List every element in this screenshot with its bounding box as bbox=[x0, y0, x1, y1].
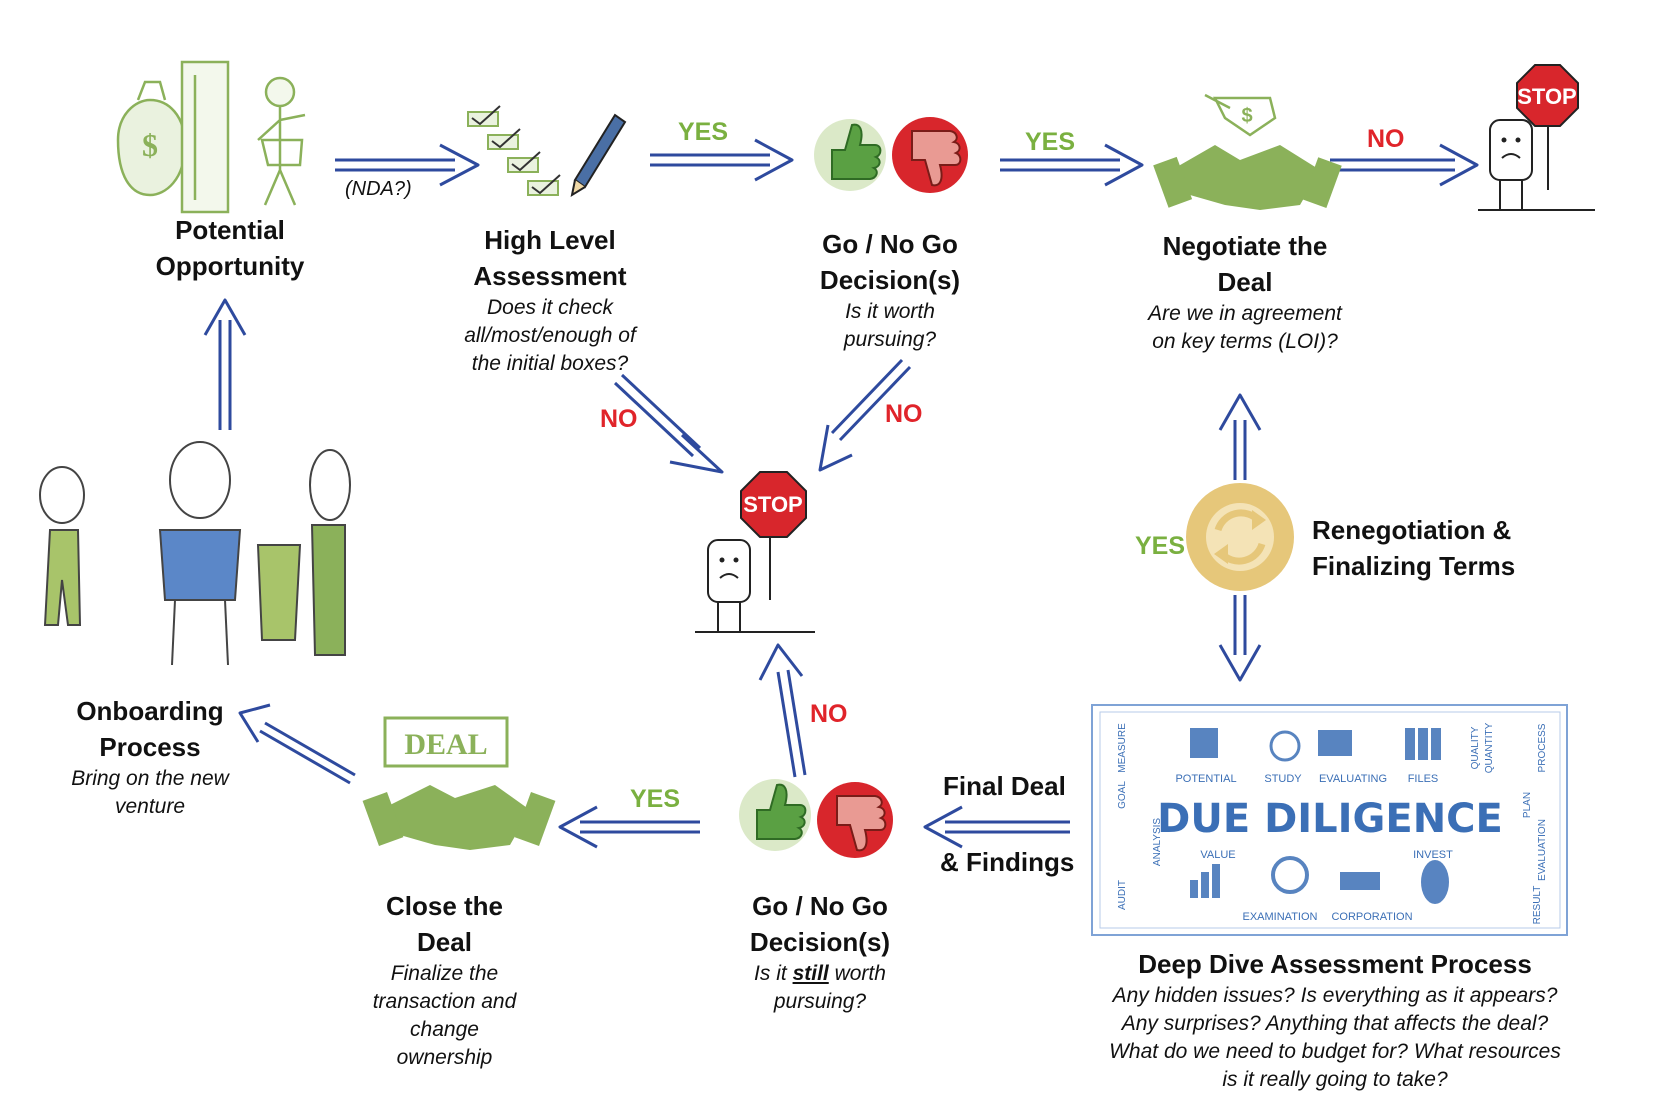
dd-word: QUANTITY bbox=[1484, 722, 1495, 773]
dd-word: ANALYSIS bbox=[1152, 818, 1163, 866]
handshake-price-tag-illustration bbox=[1153, 93, 1342, 210]
edge-label-yes: YES bbox=[1135, 532, 1186, 560]
node-subtitle: Does it check all/most/enough of the ini… bbox=[464, 296, 636, 375]
node-onboarding: Onboarding Process Bring on the new vent… bbox=[60, 693, 240, 821]
due-diligence-board bbox=[1091, 704, 1568, 936]
node-deep-dive: Deep Dive Assessment Process Any hidden … bbox=[1075, 946, 1595, 1094]
node-go-no-go-2: Go / No Go Decision(s) Is it still worth… bbox=[735, 888, 905, 1016]
node-title: Close the Deal bbox=[385, 891, 504, 957]
onboarding-people-illustration bbox=[39, 441, 351, 666]
stop-sign-text-center: STOP bbox=[743, 492, 803, 517]
price-tag-dollar: $ bbox=[1241, 105, 1252, 127]
thumbs-down-icon bbox=[911, 130, 962, 187]
edge-label-yes: YES bbox=[678, 118, 729, 146]
arrow-negotiate-to-stop bbox=[1330, 143, 1479, 187]
edge-label-findings: & Findings bbox=[940, 847, 1075, 877]
arrow-potential-to-assessment bbox=[335, 143, 480, 187]
arrow-close-to-onboarding bbox=[238, 703, 356, 785]
money-bag-dollar: $ bbox=[142, 127, 158, 163]
node-subtitle: Is it worth pursuing? bbox=[843, 300, 937, 351]
thumbs-up-icon bbox=[756, 783, 807, 840]
dd-word: EVALUATING bbox=[1319, 773, 1387, 785]
edge-label-no: NO bbox=[600, 405, 638, 433]
node-title: Negotiate the Deal bbox=[1162, 231, 1328, 297]
money-bag-door-illustration bbox=[116, 60, 306, 214]
thumbs-up-icon bbox=[831, 123, 882, 180]
stop-figure-top-right bbox=[1478, 64, 1595, 211]
dd-word: INVEST bbox=[1413, 849, 1453, 861]
node-title: Onboarding Process bbox=[76, 696, 224, 762]
deal-sign-text: DEAL bbox=[404, 728, 487, 761]
arrow-decision2-to-stop bbox=[758, 643, 807, 778]
node-close-deal: Close the Deal Finalize the transaction … bbox=[362, 888, 527, 1072]
dd-word: GOAL bbox=[1117, 781, 1128, 809]
arrow-renegotiation-down bbox=[1218, 595, 1262, 682]
due-diligence-headline: DUE DILIGENCE bbox=[1157, 796, 1503, 842]
edge-label-no: NO bbox=[885, 400, 923, 428]
stop-sign-text-top: STOP bbox=[1517, 84, 1577, 109]
dd-word: RESULT bbox=[1532, 886, 1543, 925]
arrows bbox=[203, 138, 1479, 849]
edge-label-yes: YES bbox=[1025, 128, 1076, 156]
dd-word: POTENTIAL bbox=[1175, 773, 1236, 785]
deal-handshake-illustration bbox=[362, 716, 556, 850]
node-subtitle: Finalize the transaction and change owne… bbox=[372, 962, 517, 1069]
thumbs-down-icon bbox=[836, 795, 887, 852]
arrow-decision1-to-negotiate bbox=[1000, 143, 1144, 187]
node-negotiate-deal: Negotiate the Deal Are we in agreement o… bbox=[1145, 228, 1345, 356]
renegotiation-cycle-icon bbox=[1186, 483, 1294, 591]
arrow-assessment-to-stop bbox=[613, 373, 724, 474]
dd-word: QUALITY bbox=[1470, 726, 1481, 769]
subtitle-pre: Is it bbox=[754, 962, 793, 985]
arrow-decision2-to-close bbox=[558, 805, 700, 849]
dd-word: EVALUATION bbox=[1537, 819, 1548, 881]
edge-label-no: NO bbox=[810, 700, 848, 728]
node-title: Potential Opportunity bbox=[155, 215, 305, 281]
dd-word: PROCESS bbox=[1537, 723, 1548, 772]
arrow-deepdive-to-decision2 bbox=[923, 805, 1070, 849]
edge-label-yes: YES bbox=[630, 785, 681, 813]
stop-figure-center bbox=[695, 471, 815, 633]
edge-label-nda: (NDA?) bbox=[345, 178, 412, 200]
subtitle-post: worth pursuing? bbox=[773, 962, 886, 1013]
node-potential-opportunity: Potential Opportunity bbox=[130, 212, 330, 284]
node-subtitle: Any hidden issues? Is everything as it a… bbox=[1109, 984, 1561, 1091]
go-no-go-icons-top bbox=[814, 117, 968, 193]
node-title: Go / No Go Decision(s) bbox=[749, 891, 891, 957]
dd-word: CORPORATION bbox=[1331, 911, 1412, 923]
dd-word: MEASURE bbox=[1117, 723, 1128, 773]
node-high-level-assessment: High Level Assessment Does it check all/… bbox=[455, 222, 645, 378]
node-title: Go / No Go Decision(s) bbox=[819, 229, 961, 295]
due-diligence-bottom-words: VALUE INVEST EXAMINATION CORPORATION bbox=[1200, 849, 1453, 923]
go-no-go-icons-bottom bbox=[739, 779, 893, 858]
node-subtitle: Is it still worth pursuing? bbox=[735, 960, 905, 1016]
dd-word: FILES bbox=[1408, 773, 1439, 785]
node-title: Deep Dive Assessment Process bbox=[1138, 949, 1532, 979]
arrow-assessment-to-decision1 bbox=[650, 138, 794, 182]
dd-word: AUDIT bbox=[1117, 880, 1128, 910]
dd-word: EXAMINATION bbox=[1243, 911, 1318, 923]
node-subtitle: Bring on the new venture bbox=[71, 767, 229, 818]
dd-word: STUDY bbox=[1264, 773, 1302, 785]
arrow-renegotiation-up bbox=[1218, 393, 1262, 480]
node-go-no-go-1: Go / No Go Decision(s) Is it worth pursu… bbox=[805, 226, 975, 354]
checklist-pencil-illustration bbox=[467, 105, 627, 198]
node-subtitle: Are we in agreement on key terms (LOI)? bbox=[1148, 302, 1342, 353]
edge-label-no: NO bbox=[1367, 125, 1405, 153]
edge-label-final-deal: Final Deal bbox=[943, 771, 1066, 801]
node-renegotiation: Renegotiation & Finalizing Terms bbox=[1312, 515, 1516, 581]
dd-word: PLAN bbox=[1522, 792, 1533, 818]
subtitle-emphasis: still bbox=[792, 962, 829, 985]
node-title: High Level Assessment bbox=[473, 225, 627, 291]
arrow-decision1-to-stop bbox=[818, 358, 912, 472]
arrow-onboarding-to-potential bbox=[203, 298, 247, 430]
due-diligence-right-words: QUALITY QUANTITY PROCESS PLAN EVALUATION… bbox=[1470, 722, 1548, 924]
due-diligence-left-words: MEASURE GOAL ANALYSIS AUDIT bbox=[1117, 723, 1163, 910]
due-diligence-top-words: POTENTIAL STUDY EVALUATING FILES bbox=[1175, 773, 1438, 785]
dd-word: VALUE bbox=[1200, 849, 1235, 861]
